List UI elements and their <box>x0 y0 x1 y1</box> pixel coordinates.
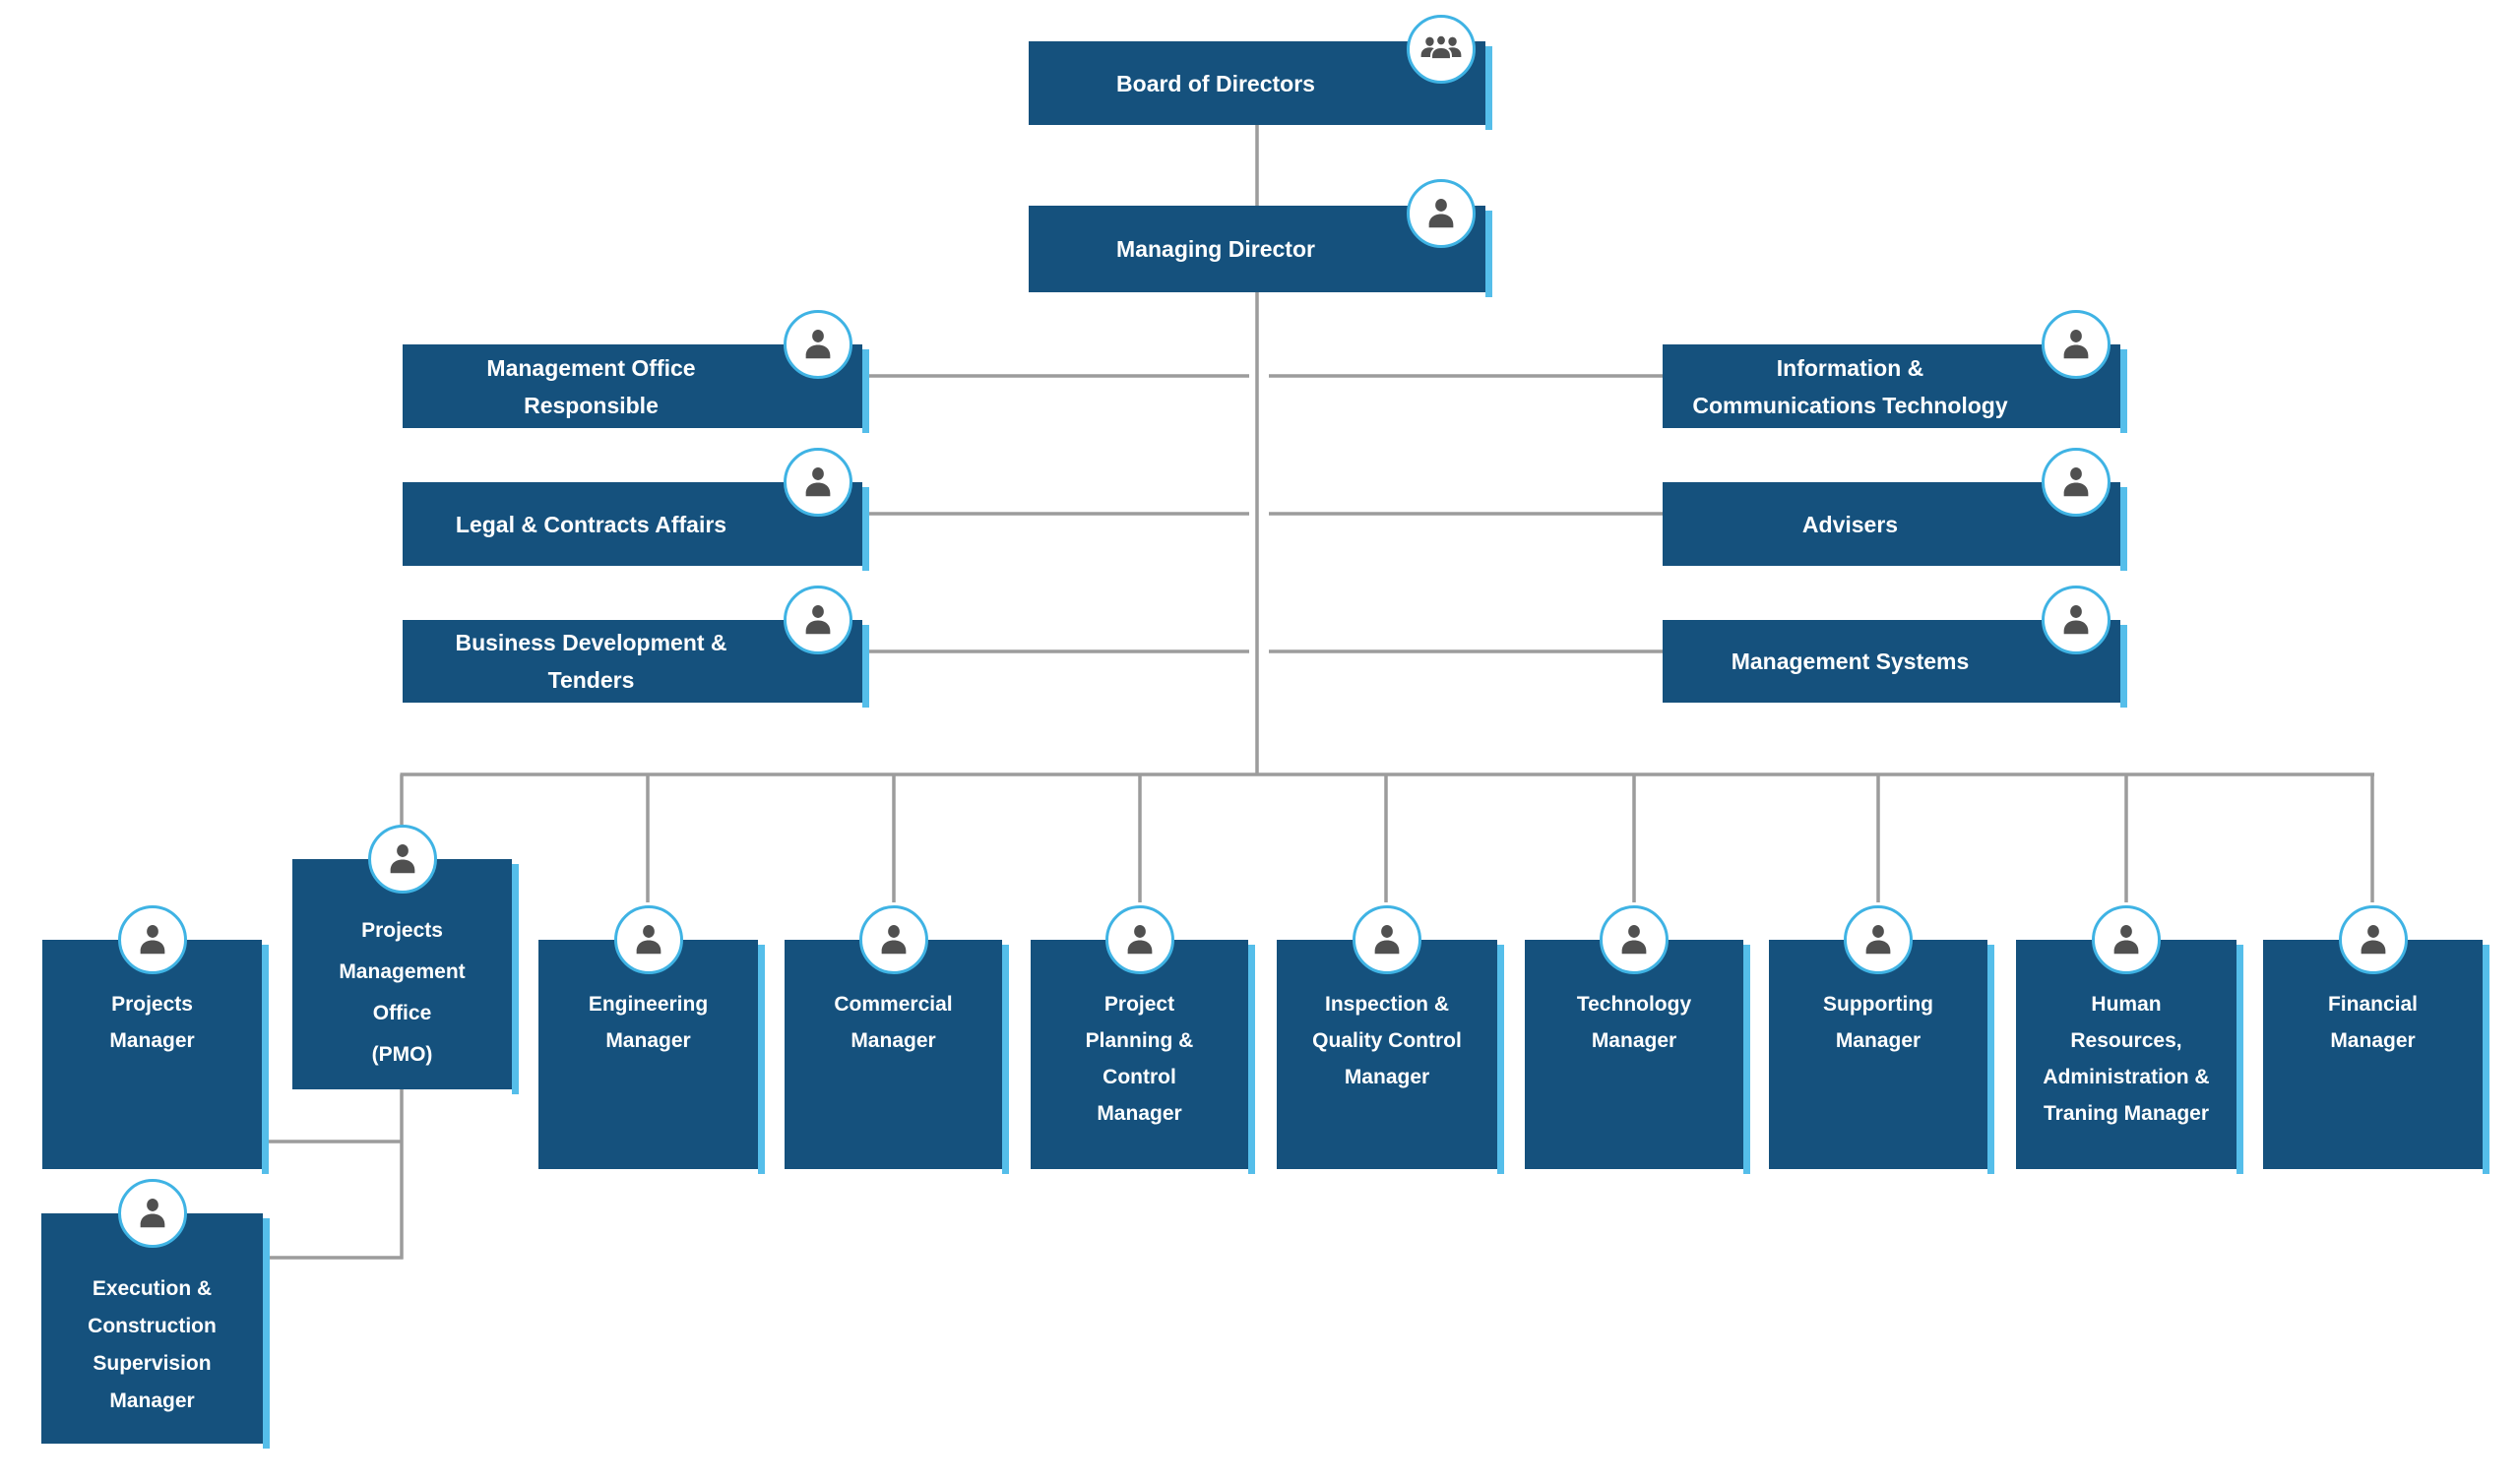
accent-strip <box>1485 211 1492 297</box>
org-node-label: Supporting Manager <box>1823 993 1933 1052</box>
person-icon <box>1104 905 1174 974</box>
accent-strip <box>862 349 869 433</box>
accent-strip <box>2120 625 2127 708</box>
org-node-project-planning-control-manager: Project Planning & Control Manager <box>1031 905 1255 1174</box>
accent-strip <box>758 945 765 1174</box>
person-icon <box>784 448 852 517</box>
person-icon <box>1844 905 1913 974</box>
org-node-label: Human Resources, Administration & Tranin… <box>2043 993 2210 1125</box>
accent-strip <box>263 1218 270 1449</box>
org-node-label: Commercial Manager <box>834 993 953 1052</box>
accent-strip <box>1987 945 1994 1174</box>
person-icon <box>784 310 852 379</box>
person-icon <box>1353 905 1421 974</box>
org-node-label: Management Systems <box>1731 649 1970 674</box>
org-node-label: Projects Manager <box>109 993 195 1052</box>
accent-strip <box>2236 945 2243 1174</box>
org-node-label: Project Planning & Control Manager <box>1085 993 1194 1125</box>
accent-strip <box>1002 945 1009 1174</box>
org-node-label: Business Development & Tenders <box>455 630 727 693</box>
person-icon <box>2042 448 2110 517</box>
org-node-label: Engineering Manager <box>588 993 709 1052</box>
org-node-commercial-manager: Commercial Manager <box>785 905 1009 1174</box>
person-icon <box>2092 905 2161 974</box>
accent-strip <box>262 945 269 1174</box>
org-node-engineering-manager: Engineering Manager <box>538 905 765 1174</box>
org-node-human-resources-administration-training-manager: Human Resources, Administration & Tranin… <box>2016 905 2243 1174</box>
org-node-label: Advisers <box>1801 511 1899 537</box>
org-node-projects-management-office: Projects Management Office (PMO) <box>292 825 519 1094</box>
org-node-label: Managing Director <box>1116 236 1315 262</box>
org-node-technology-manager: Technology Manager <box>1525 905 1750 1174</box>
person-icon <box>858 905 928 974</box>
person-icon <box>1407 179 1476 248</box>
accent-strip <box>862 487 869 571</box>
org-node-management-systems: Management Systems <box>1663 586 2127 708</box>
org-node-inspection-quality-control-manager: Inspection & Quality Control Manager <box>1277 905 1504 1174</box>
org-node-label: Execution & Construction Supervision Man… <box>88 1277 217 1412</box>
org-node-execution-construction-supervision-manager: Execution & Construction Supervision Man… <box>41 1179 270 1449</box>
accent-strip <box>512 864 519 1094</box>
person-icon <box>117 905 187 974</box>
person-icon <box>784 586 852 654</box>
org-node-label: Financial Manager <box>2327 993 2419 1052</box>
person-icon <box>2338 905 2408 974</box>
org-node-managing-director: Managing Director <box>1029 179 1492 297</box>
org-node-supporting-manager: Supporting Manager <box>1769 905 1994 1174</box>
accent-strip <box>2483 945 2489 1174</box>
org-node-label: Legal & Contracts Affairs <box>455 511 727 537</box>
accent-strip <box>2120 487 2127 571</box>
org-node-advisers: Advisers <box>1663 448 2127 571</box>
org-node-label: Projects Management Office (PMO) <box>339 919 466 1066</box>
org-node-information-communications-technology: Information & Communications Technology <box>1663 310 2127 433</box>
person-icon <box>2042 586 2110 654</box>
org-node-label: Management Office Responsible <box>486 354 696 418</box>
accent-strip <box>1743 945 1750 1174</box>
accent-strip <box>862 625 869 708</box>
person-icon <box>613 905 683 974</box>
org-node-management-office-responsible: Management Office Responsible <box>403 310 869 433</box>
person-icon <box>2042 310 2110 379</box>
person-icon <box>367 825 437 894</box>
org-node-label: Board of Directors <box>1116 70 1315 96</box>
org-node-label: Information & Communications Technology <box>1692 354 2008 418</box>
org-node-label: Inspection & Quality Control Manager <box>1312 993 1462 1088</box>
org-node-financial-manager: Financial Manager <box>2263 905 2489 1174</box>
person-icon <box>1600 905 1669 974</box>
accent-strip <box>1485 46 1492 130</box>
org-node-projects-manager: Projects Manager <box>42 905 269 1174</box>
accent-strip <box>2120 349 2127 433</box>
accent-strip <box>1497 945 1504 1174</box>
accent-strip <box>1248 945 1255 1174</box>
people-group-icon <box>1407 15 1476 84</box>
org-node-label: Technology Manager <box>1576 993 1692 1052</box>
person-icon <box>117 1179 187 1248</box>
org-node-legal-contracts-affairs: Legal & Contracts Affairs <box>403 448 869 571</box>
org-node-business-development-tenders: Business Development & Tenders <box>403 586 869 708</box>
org-node-board-of-directors: Board of Directors <box>1029 15 1492 130</box>
